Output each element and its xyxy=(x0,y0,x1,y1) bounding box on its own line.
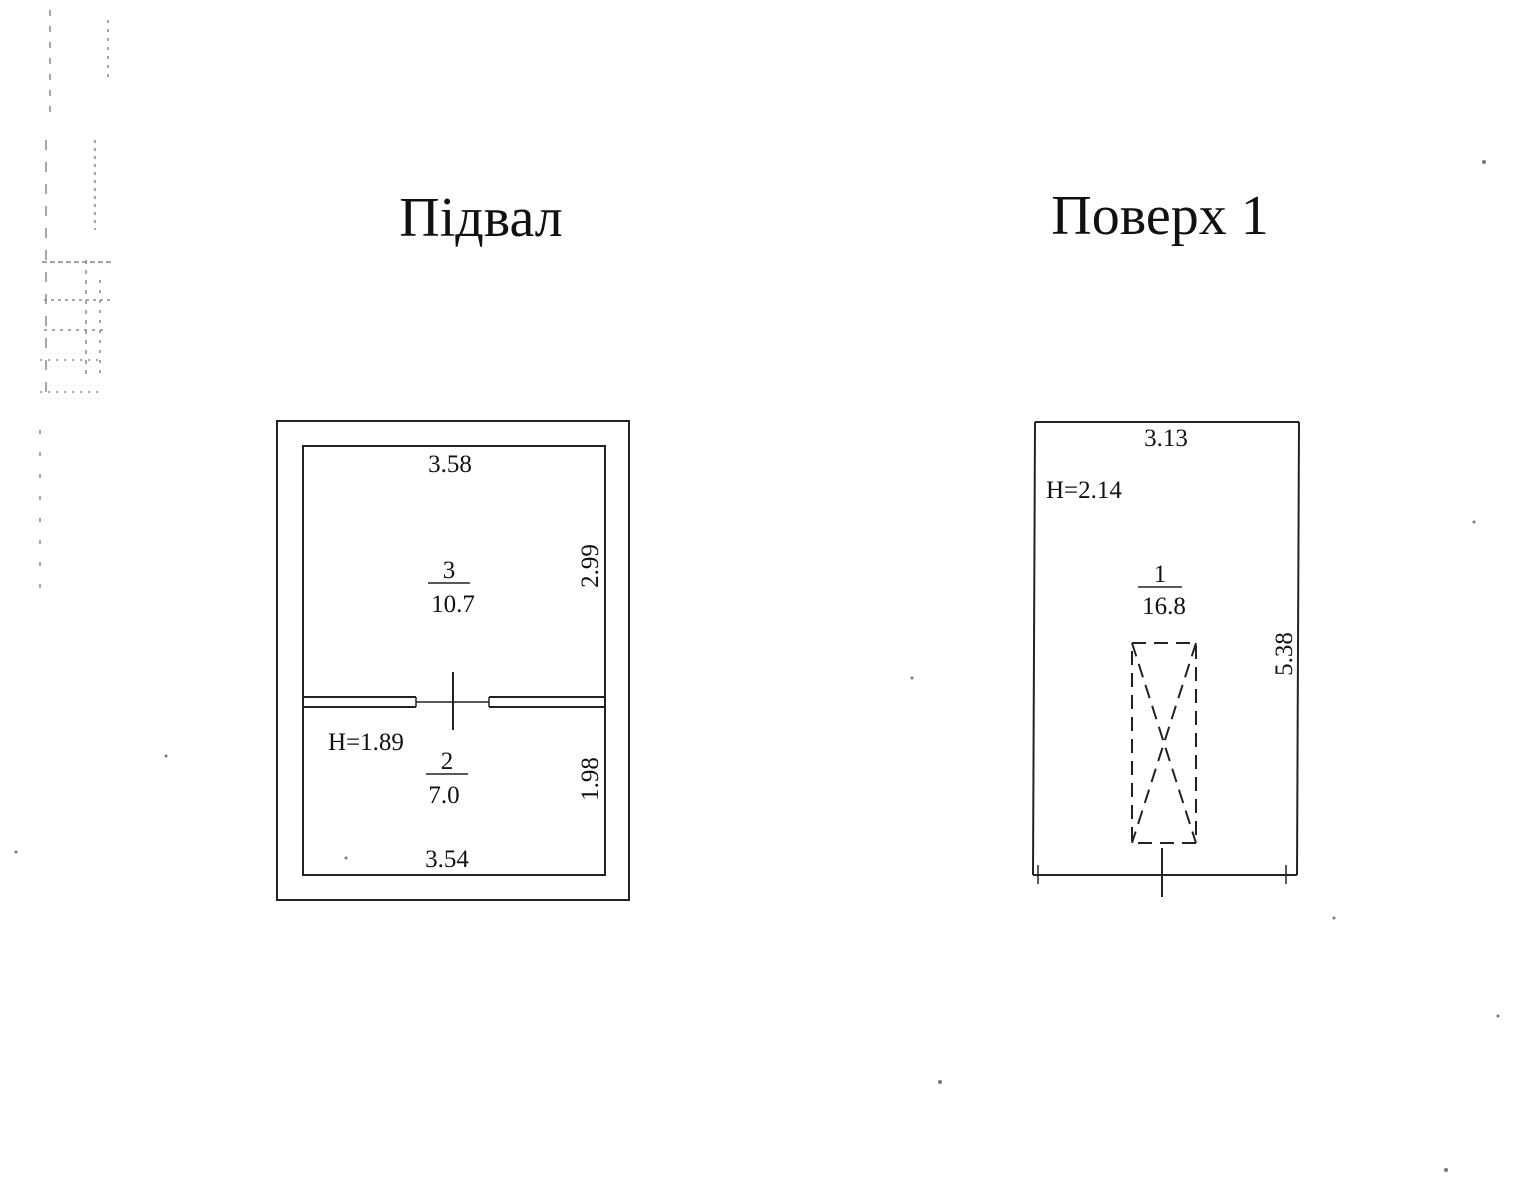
room-3-width-label: 3.58 xyxy=(428,451,472,478)
basement-room-3: 3.58 2.99 3 10.7 xyxy=(428,451,604,618)
room-3-area: 10.7 xyxy=(431,591,475,618)
room-3-depth-label: 2.99 xyxy=(577,544,604,588)
room-1-number: 1 xyxy=(1154,561,1167,588)
floor-1-plan: Поверх 1 3.13 H=2.14 1 16.8 5.38 xyxy=(1032,185,1300,897)
room-2-area: 7.0 xyxy=(428,782,459,809)
basement-plan: Підвал 3.58 2.99 3 10.7 H=1.89 xyxy=(276,187,630,901)
basement-inner-wall xyxy=(302,445,606,876)
room-1-area: 16.8 xyxy=(1142,593,1186,620)
room-2-depth-label: 1.98 xyxy=(577,757,604,801)
room-1-depth-label: 5.38 xyxy=(1271,632,1298,676)
floor-1-bottom-dimension-line xyxy=(1037,848,1287,897)
scan-edge-artifacts xyxy=(39,10,112,590)
room-3-number: 3 xyxy=(443,557,456,584)
basement-outer-wall xyxy=(276,420,630,901)
room-2-width-label: 3.54 xyxy=(425,846,469,873)
floor-1-walls xyxy=(1032,421,1300,876)
basement-room-2: 2 7.0 1.98 3.54 xyxy=(425,748,604,873)
basement-title: Підвал xyxy=(399,187,563,249)
room-1-width-label: 3.13 xyxy=(1144,425,1188,452)
floor-1-hatch-symbol xyxy=(1131,642,1197,844)
basement-height-label: H=1.89 xyxy=(328,729,404,756)
floor-1-title: Поверх 1 xyxy=(1051,185,1268,247)
floor-1-room-1: 1 16.8 5.38 xyxy=(1138,561,1298,676)
scan-specks xyxy=(14,160,1500,1172)
floor-1-height-label: H=2.14 xyxy=(1046,477,1122,504)
basement-door xyxy=(415,672,490,730)
room-2-number: 2 xyxy=(441,748,454,775)
